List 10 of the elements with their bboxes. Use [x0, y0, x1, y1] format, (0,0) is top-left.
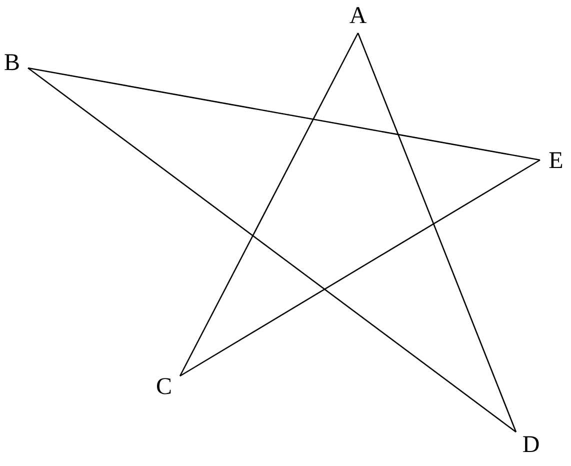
point-label: C	[152, 374, 176, 400]
line	[28, 67, 540, 161]
point-label: D	[519, 432, 543, 458]
line	[180, 159, 540, 377]
line	[28, 67, 516, 433]
line	[357, 32, 517, 432]
point-label: A	[347, 3, 369, 29]
line	[179, 32, 359, 376]
point-label: B	[0, 50, 24, 76]
point-label: E	[544, 148, 568, 174]
